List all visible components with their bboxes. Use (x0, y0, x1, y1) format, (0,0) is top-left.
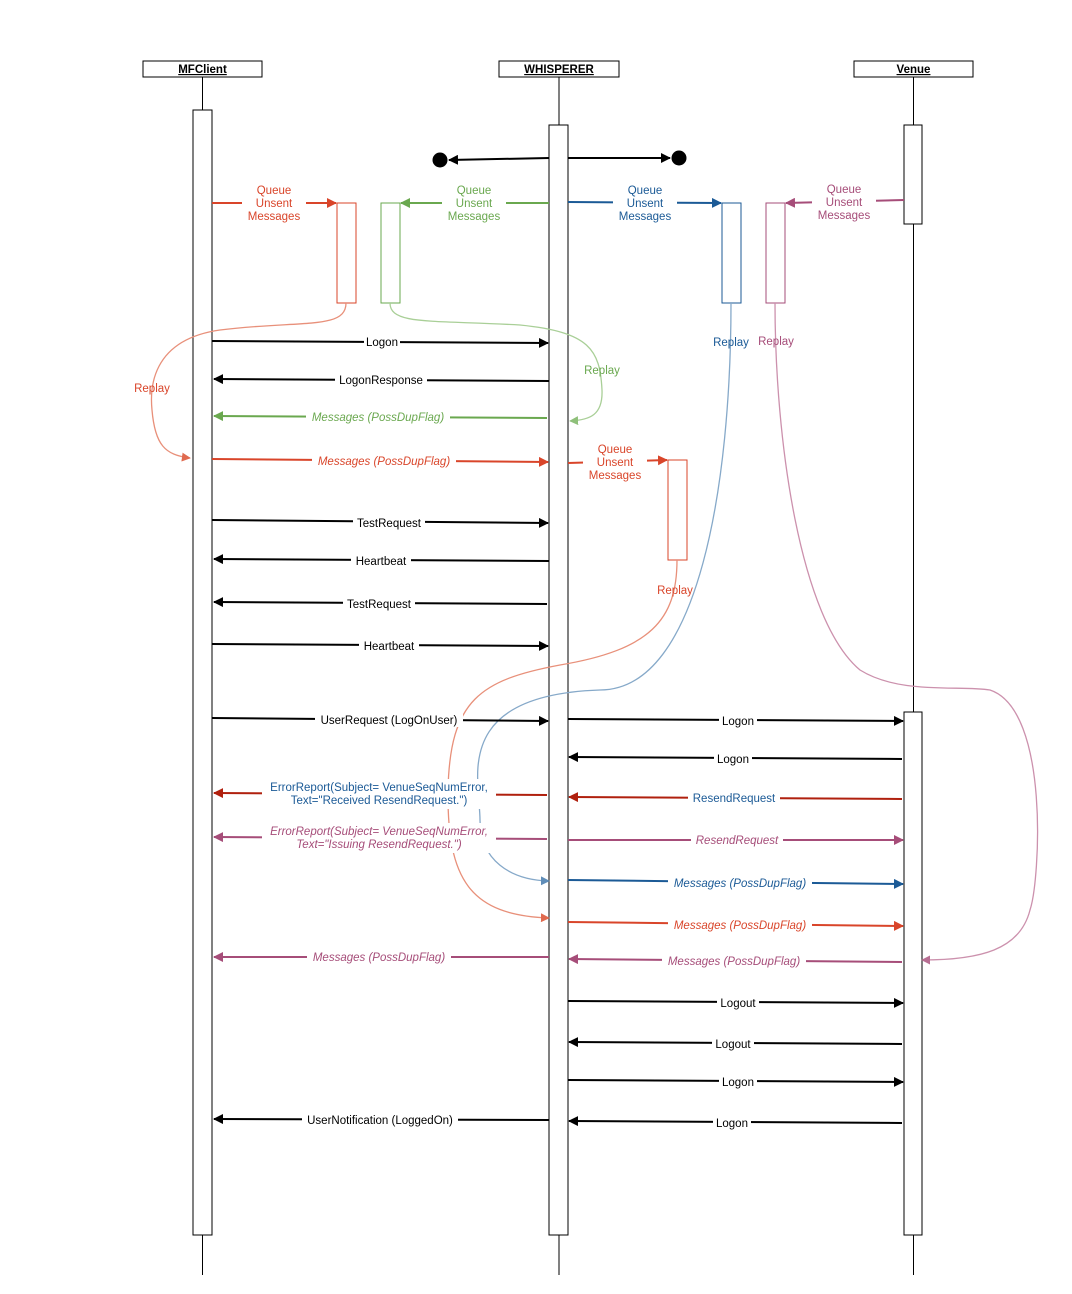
queue-label-line1: Queue (257, 185, 292, 197)
message-possdup-blue-to-venue: Messages (PossDupFlag) (567, 875, 904, 890)
message-label: Messages (PossDupFlag) (318, 456, 450, 468)
message-label: Logout (715, 1039, 751, 1051)
message-error-received: ErrorReport(Subject= VenueSeqNumError, T… (213, 779, 548, 809)
message-label: Logon (717, 754, 749, 766)
message-label: Messages (PossDupFlag) (674, 878, 806, 890)
message-label: ResendRequest (693, 793, 776, 805)
queue-box-whisperer-pending (667, 459, 688, 561)
replay-label-whisperer-blue: Replay (713, 337, 749, 349)
message-label-line1: ErrorReport(Subject= VenueSeqNumError, (270, 826, 488, 838)
message-label-line1: ErrorReport(Subject= VenueSeqNumError, (270, 782, 488, 794)
queue-label-whisperer-green: Queue Unsent Messages (442, 183, 506, 223)
participant-venue-label: Venue (897, 64, 931, 76)
replay-label-whisperer-green: Replay (584, 365, 620, 377)
message-heartbeat-2: Heartbeat (211, 638, 549, 653)
queue-label-line2: Unsent (597, 457, 634, 469)
found-message-right (568, 150, 687, 166)
message-label: Logon (722, 716, 754, 728)
queue-label-mfclient: Queue Unsent Messages (242, 183, 306, 223)
queue-label-line1: Queue (628, 185, 663, 197)
queue-box-venue (765, 202, 786, 304)
queue-label-line3: Messages (248, 211, 301, 223)
message-label: Messages (PossDupFlag) (674, 920, 806, 932)
message-resend-request-to-venue: ResendRequest (568, 832, 904, 847)
message-label-line2: Text="Issuing ResendRequest.") (296, 839, 461, 851)
message-heartbeat-1: Heartbeat (213, 553, 550, 568)
message-label: LogonResponse (339, 375, 423, 387)
message-label: UserRequest (LogOnUser) (321, 715, 458, 727)
message-label: Heartbeat (364, 641, 415, 653)
message-label: Logout (720, 998, 756, 1010)
queue-label-line2: Unsent (627, 198, 664, 210)
message-user-request: UserRequest (LogOnUser) (211, 712, 549, 727)
message-logon-from-venue-1: Logon (568, 751, 903, 766)
activation-whisperer (548, 124, 569, 1236)
message-logout-from-venue: Logout (568, 1036, 903, 1051)
message-label: Heartbeat (356, 556, 407, 568)
message-error-issuing: ErrorReport(Subject= VenueSeqNumError, T… (213, 823, 548, 853)
message-label: Messages (PossDupFlag) (313, 952, 445, 964)
queue-label-line1: Queue (598, 444, 633, 456)
message-label: Logon (722, 1077, 754, 1089)
message-possdup-magenta-to-mfclient: Messages (PossDupFlag) (213, 949, 549, 964)
message-test-request-2: TestRequest (213, 596, 548, 611)
message-resend-request-from-venue: ResendRequest (568, 790, 903, 805)
message-label: Messages (PossDupFlag) (312, 412, 444, 424)
queue-label-line1: Queue (827, 184, 862, 196)
activation-venue-1 (903, 124, 923, 225)
message-logon-1: Logon (211, 334, 549, 349)
participant-venue: Venue (853, 60, 974, 78)
message-logon-to-venue-2: Logon (567, 1074, 904, 1089)
queue-label-venue: Queue Unsent Messages (812, 182, 876, 222)
queue-box-whisperer-to-mfclient (380, 202, 401, 304)
message-label: UserNotification (LoggedOn) (307, 1115, 453, 1127)
queue-label-line3: Messages (619, 211, 672, 223)
message-label-line2: Text="Received ResendRequest.") (291, 795, 468, 807)
replay-label-whisperer-pending: Replay (657, 585, 693, 597)
replay-curve-whisperer-pending (447, 559, 678, 923)
message-label: TestRequest (347, 599, 412, 611)
message-label: ResendRequest (696, 835, 779, 847)
message-label: Logon (366, 337, 398, 349)
queue-label-line2: Unsent (256, 198, 293, 210)
participant-mfclient-label: MFClient (178, 64, 227, 76)
message-logon-response: LogonResponse (213, 372, 550, 387)
queue-label-line3: Messages (448, 211, 501, 223)
activation-mfclient (192, 109, 213, 1236)
replay-curve-mfclient (150, 302, 347, 462)
message-label: Logon (716, 1118, 748, 1130)
queue-label-line2: Unsent (456, 198, 493, 210)
queue-label-line2: Unsent (826, 197, 863, 209)
queue-label-line3: Messages (589, 470, 642, 482)
queue-label-line3: Messages (818, 210, 871, 222)
message-possdup-green: Messages (PossDupFlag) (213, 409, 548, 424)
replay-curve-venue (774, 302, 1039, 965)
queue-label-whisperer-pending: Queue Unsent Messages (583, 442, 647, 482)
found-message-left (432, 152, 550, 168)
replay-label-mfclient: Replay (134, 383, 170, 395)
replay-curve-whisperer-green (389, 302, 603, 426)
message-logon-to-venue-1: Logon (567, 713, 904, 728)
message-test-request-1: TestRequest (211, 515, 549, 530)
message-user-notification: UserNotification (LoggedOn) (213, 1112, 550, 1127)
queue-box-whisperer-to-venue (721, 202, 742, 304)
queue-box-mfclient (336, 202, 357, 304)
message-logout-to-venue: Logout (567, 995, 904, 1010)
participant-mfclient: MFClient (142, 60, 263, 78)
message-possdup-red-1: Messages (PossDupFlag) (211, 453, 549, 468)
participant-whisperer: WHISPERER (498, 60, 620, 78)
message-label: Messages (PossDupFlag) (668, 956, 800, 968)
message-logon-from-venue-2: Logon (568, 1115, 903, 1130)
queue-label-whisperer-blue: Queue Unsent Messages (613, 183, 677, 223)
message-possdup-magenta-from-venue: Messages (PossDupFlag) (568, 953, 903, 968)
activation-venue-2 (903, 711, 923, 1236)
participant-whisperer-label: WHISPERER (524, 64, 594, 76)
replay-label-venue: Replay (758, 336, 794, 348)
message-possdup-red-to-venue: Messages (PossDupFlag) (567, 917, 904, 932)
queue-label-line1: Queue (457, 185, 492, 197)
message-label: TestRequest (357, 518, 422, 530)
